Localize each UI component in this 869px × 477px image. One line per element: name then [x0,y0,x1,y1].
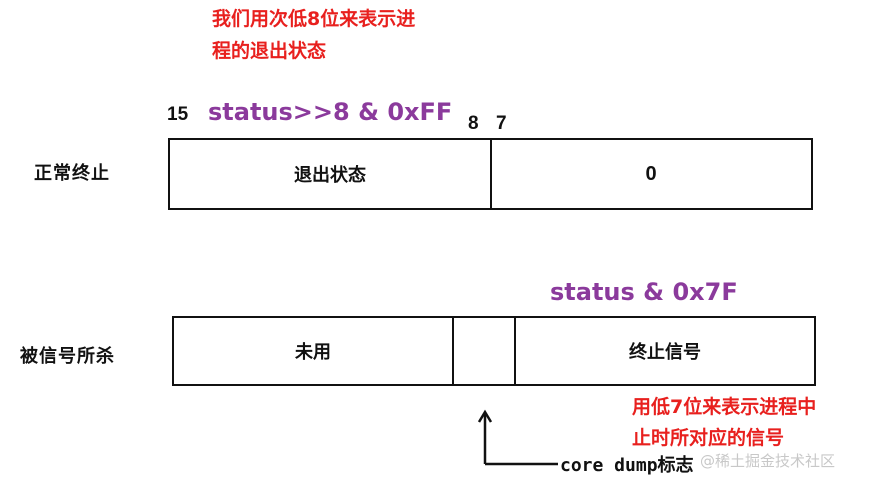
signal-status-box: 未用 终止信号 [172,316,816,386]
row-label-signal: 被信号所杀 [20,346,115,367]
core-dump-arrow-icon [477,409,558,466]
normal-divider [490,140,492,208]
signal-expression: status & 0x7F [550,278,738,306]
signal-note-line2: 止时所对应的信号 [632,427,785,449]
cell-core-dump [454,318,514,384]
signal-divider-2 [514,318,516,384]
cell-unused: 未用 [295,342,331,363]
signal-divider-1 [452,318,454,384]
watermark: @稀土掘金技术社区 [700,452,836,470]
cell-exit-status: 退出状态 [294,165,366,186]
cell-zero: 0 [645,162,657,185]
bit-label-15: 15 [167,104,189,125]
bit-label-8: 8 [468,113,479,134]
top-note-line2: 程的退出状态 [212,40,327,62]
top-note-line1: 我们用次低8位来表示进 [212,8,416,30]
bit-label-7: 7 [496,113,507,134]
core-dump-label: core dump标志 [560,455,694,476]
cell-term-signal: 终止信号 [629,342,701,363]
row-label-normal: 正常终止 [34,163,110,184]
normal-expression: status>>8 & 0xFF [208,98,453,126]
signal-note-line1: 用低7位来表示进程中 [632,396,817,418]
normal-status-box: 退出状态 0 [168,138,813,210]
